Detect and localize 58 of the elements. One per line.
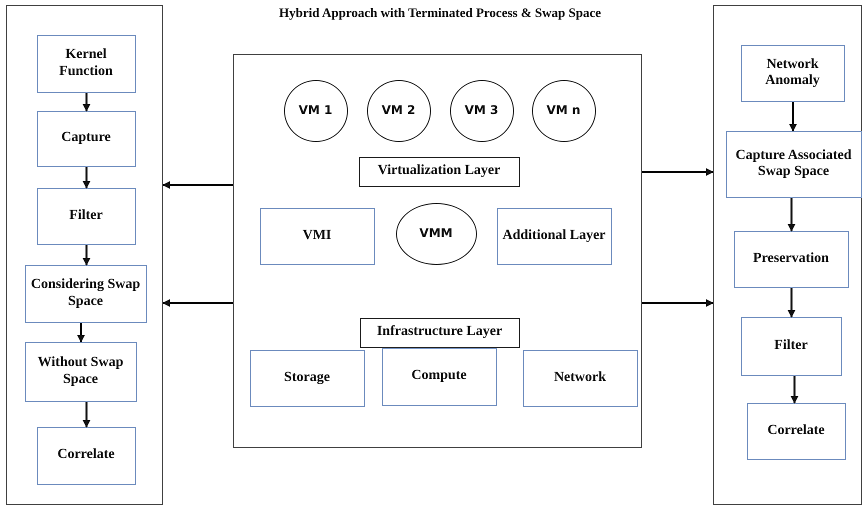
node-text: VMM bbox=[419, 226, 453, 240]
process-box bbox=[382, 348, 496, 406]
process-box bbox=[24, 264, 146, 322]
panel-frame bbox=[713, 5, 862, 505]
layer-label-box bbox=[360, 318, 520, 348]
node-text: Virtualization Layer bbox=[378, 163, 500, 180]
process-box bbox=[36, 34, 136, 92]
arrow bbox=[77, 323, 85, 343]
process-box bbox=[260, 208, 374, 264]
process-box bbox=[496, 208, 612, 264]
process-box bbox=[740, 44, 844, 102]
node-text: Correlate bbox=[767, 422, 825, 440]
node-text: VM 2 bbox=[382, 104, 416, 118]
node-text: VM 3 bbox=[464, 104, 498, 118]
arrow bbox=[788, 198, 796, 232]
process-box bbox=[36, 110, 136, 166]
node-text: Preservation bbox=[753, 250, 829, 268]
node-text: Without Swap Space bbox=[36, 355, 124, 388]
node-text: Considering Swap Space bbox=[30, 277, 142, 310]
arrow bbox=[642, 299, 714, 307]
node-text: Network Anomaly bbox=[764, 56, 821, 90]
process-box bbox=[36, 188, 136, 244]
node-text: Storage bbox=[284, 370, 330, 386]
panel-frame bbox=[233, 54, 642, 448]
process-box bbox=[726, 130, 862, 198]
arrow bbox=[162, 181, 233, 189]
node-text: Network bbox=[554, 370, 606, 386]
node-text: Additional Layer bbox=[502, 228, 606, 244]
process-box bbox=[740, 316, 842, 376]
node-text: Kernel Function bbox=[58, 47, 114, 80]
process-box bbox=[734, 230, 848, 288]
arrow bbox=[162, 299, 233, 307]
node-text: Infrastructure Layer bbox=[376, 324, 502, 341]
process-box bbox=[24, 342, 136, 402]
node-text: Correlate bbox=[57, 447, 115, 464]
arrow bbox=[82, 167, 90, 189]
arrow bbox=[790, 376, 798, 404]
process-box bbox=[522, 350, 638, 406]
panel-frame bbox=[6, 5, 163, 505]
node-text: Compute bbox=[411, 368, 467, 385]
arrow bbox=[82, 245, 90, 266]
node-text: Capture bbox=[61, 130, 111, 147]
node-text: VMI bbox=[302, 228, 332, 244]
arrow bbox=[82, 93, 90, 112]
process-box bbox=[746, 402, 846, 460]
arrow bbox=[642, 168, 714, 176]
layer-label-box bbox=[358, 156, 520, 186]
diagram-title: Hybrid Approach with Terminated Process & Swap Space bbox=[278, 5, 602, 21]
arrow bbox=[789, 102, 797, 132]
node-text: VM n bbox=[546, 104, 580, 118]
process-box bbox=[36, 426, 136, 484]
node-text: Filter bbox=[69, 208, 103, 224]
process-box bbox=[250, 350, 364, 406]
arrow bbox=[788, 288, 796, 318]
node-text: Filter bbox=[774, 338, 808, 354]
node-text: Capture Associated Swap Space bbox=[734, 148, 853, 180]
node-text: VM 1 bbox=[298, 104, 332, 118]
arrow bbox=[82, 402, 90, 428]
